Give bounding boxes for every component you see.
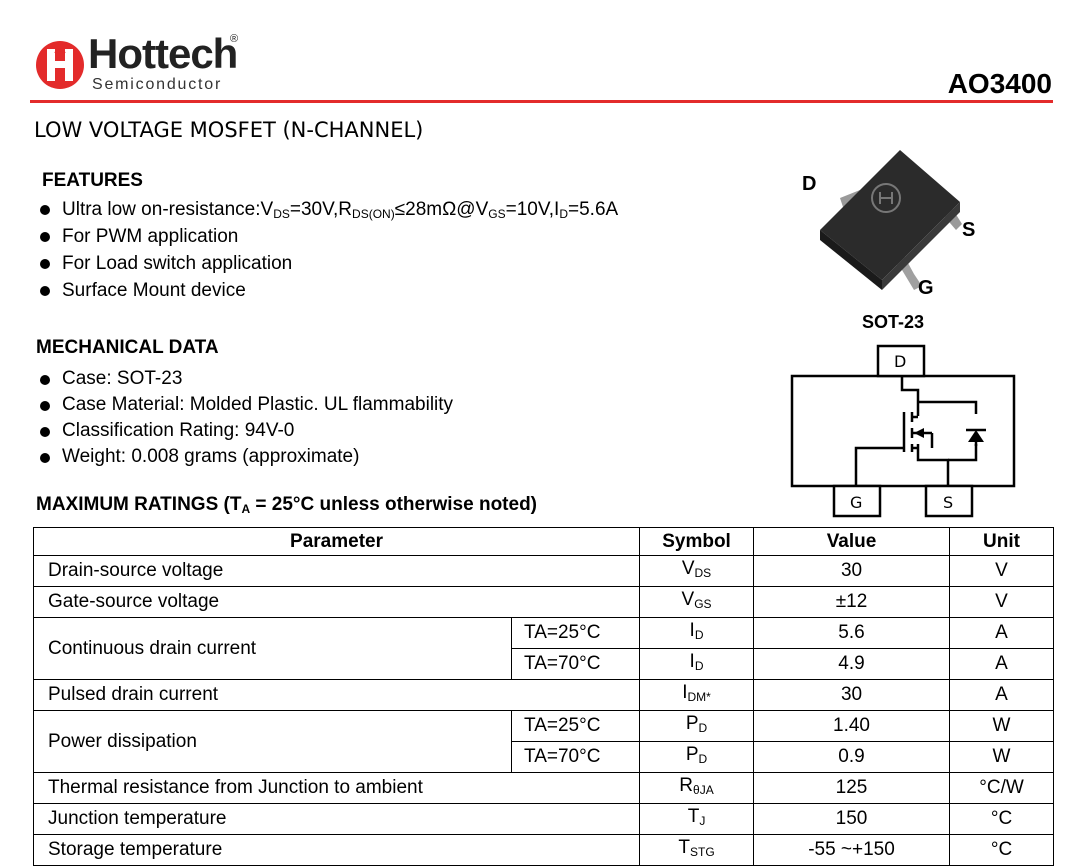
package-pin-g: G [918,277,934,299]
schematic-pin-d: D [894,352,906,371]
registered-mark: ® [230,33,239,45]
table-row: Drain-source voltage VDS 30 V [32,555,1055,587]
table-row: TA=70°C ID 4.9 A [34,648,1055,680]
table-header-row: Parameter Symbol Value Unit [32,527,1055,556]
sot23-package-icon: D S G [802,150,975,299]
schematic-pin-g: G [850,493,862,512]
table-row: Pulsed drain current IDM* 30 A [32,679,1055,711]
logo-wordmark: Hottech [88,30,238,77]
header-parameter: Parameter [32,527,641,556]
feature-item: For PWM application [36,223,618,250]
document-title: LOW VOLTAGE MOSFET (N-CHANNEL) [34,118,424,142]
part-number: AO3400 [947,68,1052,99]
feature-item: For Load switch application [36,250,618,277]
hottech-logo-icon [36,41,84,89]
logo-subtitle: Semiconductor [92,76,223,93]
header-divider [30,100,1053,103]
table-row: Storage temperature TSTG -55 ~+150 °C [32,834,1055,866]
mechanical-item: Weight: 0.008 grams (approximate) [36,444,453,470]
mechanical-item: Case: SOT-23 [36,366,453,392]
feature-item: Surface Mount device [36,277,618,304]
features-list: Ultra low on-resistance:VDS=30V,RDS(ON)≤… [36,196,618,304]
table-row: Thermal resistance from Junction to ambi… [32,772,1055,804]
feature-item: Ultra low on-resistance:VDS=30V,RDS(ON)≤… [36,196,618,223]
mechanical-item: Classification Rating: 94V-0 [36,418,453,444]
header-symbol: Symbol [639,527,755,556]
package-pin-s: S [962,219,975,241]
table-row: Power dissipation TA=25°C PD 1.40 W [33,710,1055,773]
package-pin-d: D [802,173,816,195]
mechanical-list: Case: SOT-23 Case Material: Molded Plast… [36,366,453,470]
mechanical-item: Case Material: Molded Plastic. UL flamma… [36,392,453,418]
features-heading: FEATURES [42,170,143,191]
table-row: Continuous drain current TA=25°C ID 5.6 … [33,617,1055,680]
header-value: Value [753,527,951,556]
ratings-table: Parameter Symbol Value Unit Drain-source… [32,527,1055,866]
schematic-pin-s: S [943,493,953,512]
package-label: SOT-23 [862,312,925,332]
table-row: Gate-source voltage VGS ±12 V [32,586,1055,618]
table-row: TA=70°C PD 0.9 W [34,741,1055,773]
ratings-heading: MAXIMUM RATINGS (TA = 25°C unless otherw… [36,494,538,516]
mechanical-heading: MECHANICAL DATA [36,337,219,358]
table-row: Junction temperature TJ 150 °C [32,803,1055,835]
header-unit: Unit [949,527,1055,556]
mosfet-schematic-icon: D G S [790,344,1016,518]
